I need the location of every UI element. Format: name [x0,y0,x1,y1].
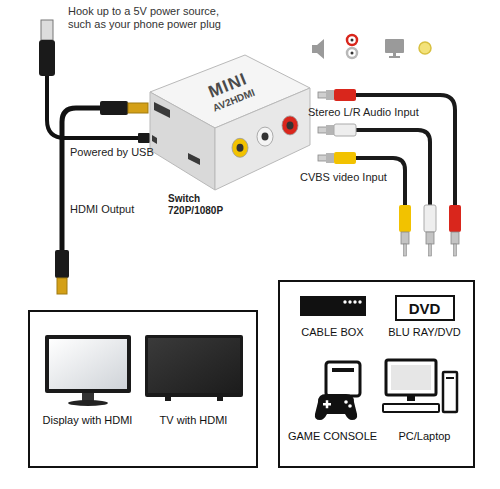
audio-jack-icon [351,52,354,55]
monitor-icon [389,56,400,58]
rca-plug-yellow [399,205,411,232]
console-icon [326,362,360,396]
video-jack-icon [419,42,431,54]
hdmi-plug-body [55,250,69,278]
device-label: PC/Laptop [399,430,451,442]
hdmi-plug-tip [128,103,148,113]
pc-drive [446,377,454,379]
rca-jack-hole [237,144,244,152]
tv-foot [217,397,223,401]
monitor-icon [45,335,131,393]
gamepad-button [344,400,348,404]
output-label: HDMI Output [70,203,134,216]
rca-sleeve [326,90,334,100]
tv-icon [145,335,243,397]
rca-jack-hole [262,133,269,141]
cable-box-light [348,300,351,303]
output-panel: Display with HDMI TV with HDMI [28,310,258,468]
usb-plug-body [39,40,55,76]
gamepad-dpad [326,400,329,408]
input-label: CVBS video Input [300,171,387,184]
rca-sleeve [326,153,334,163]
input-label: Stereo L/R Audio Input [308,106,419,119]
micro-usb-plug [138,133,150,143]
rca-pin [404,244,407,256]
rca-pin [454,244,457,256]
tv-screen [148,338,240,393]
monitor-base [68,400,108,406]
pc-screen [391,365,431,390]
resolution-switch [188,153,200,165]
device-label: CABLE BOX [301,326,363,338]
rca-plug-red [334,89,356,101]
gamepad-button [348,404,352,408]
source-panel: CABLE BOX BLU RAY/DVD GAME CONSOLE PC/Lapto… [278,280,475,468]
monitor-stand [82,393,94,401]
cable-box-light [358,300,361,303]
device-label: Display with HDMI [43,414,133,426]
dvd-box: DVD [395,295,455,321]
rca-jack [282,116,298,135]
rca-jack-hole [287,121,294,129]
cable-box-light [343,300,346,303]
rca-jack [232,138,248,157]
power-note: Hook up to a 5V power source, such as yo… [68,5,240,31]
monitor-screen [49,339,127,389]
rca-sleeve [451,232,459,244]
tv-foot [165,397,171,401]
gamepad-icon [315,394,357,420]
pc-monitor-icon [386,360,436,395]
audio-jack-icon [347,48,357,58]
rca-plug-white [334,124,356,136]
dvd-logo: DVD [409,300,441,315]
rca-pin [429,244,432,256]
rca-sleeve [426,232,434,244]
rca-cable [356,130,430,205]
speaker-icon [312,39,324,59]
rca-sleeve [401,232,409,244]
device-label: BLU RAY/DVD [388,326,461,338]
rca-plug-yellow [334,152,356,164]
cable-box-light [353,300,356,303]
pc-tower [443,372,457,412]
converter-box: MINIAV2HDMI [150,55,310,190]
rca-plug-red [449,205,461,232]
rca-jack [257,127,273,146]
pc-stand [407,395,415,401]
usb-port [152,135,157,144]
port-label: Powered by USB [70,146,154,159]
audio-jack-icon [347,35,357,45]
switch-label: Switch 720P/1080P [168,193,230,217]
rca-plug-white [424,205,436,232]
console-slot [332,368,354,372]
pc-keyboard [383,404,439,412]
hdmi-plug-tip [57,278,67,294]
hdmi-plug-body [100,101,128,115]
rca-sleeve [326,125,334,135]
monitor-icon [393,53,396,56]
audio-jack-icon [351,39,354,42]
usb-plug-tip [41,20,53,40]
hdmi-port [154,102,170,118]
monitor-icon [385,39,404,53]
device-label: TV with HDMI [160,414,228,426]
device-label: GAME CONSOLE [288,430,377,442]
cable-box-icon [300,296,366,316]
hdmi-cable [62,108,100,250]
box-left-face [150,92,215,190]
